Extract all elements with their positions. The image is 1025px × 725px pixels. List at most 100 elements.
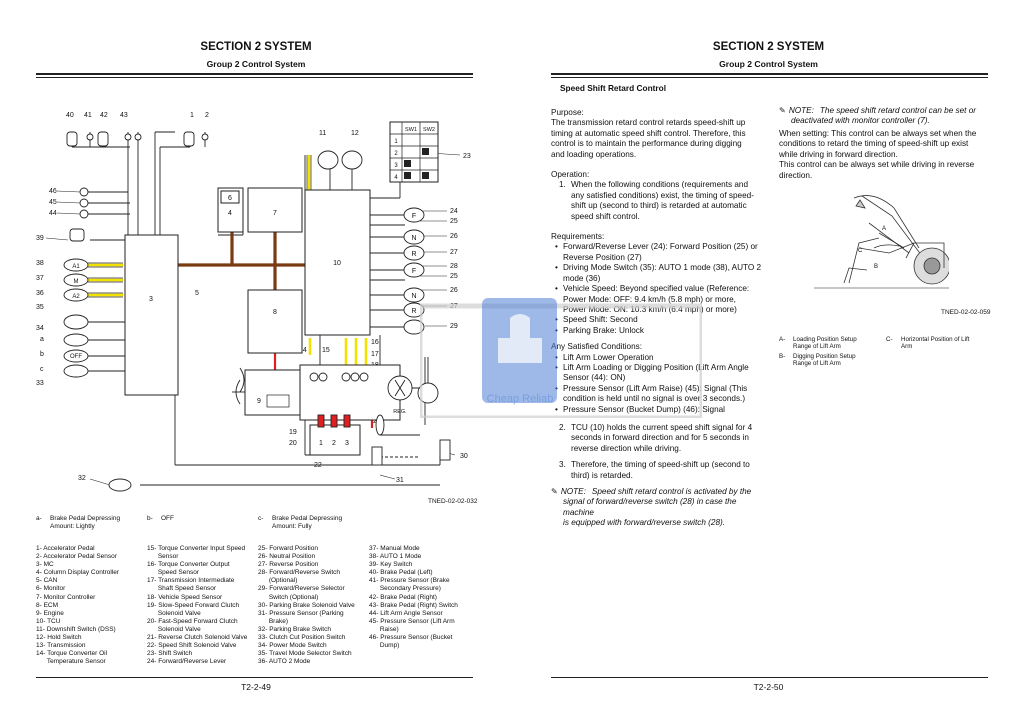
box-tcu [304, 189, 371, 336]
label-a1: A1 [72, 264, 80, 270]
label-can: 5 [195, 290, 199, 297]
legend-entry: 8- ECM [36, 601, 59, 609]
operation-step-2: 2.TCU (10) holds the current speed shift… [559, 422, 753, 432]
label-r2: R [411, 308, 416, 315]
watermark: Cheap Reliab [417, 288, 705, 421]
legend-entry: Secondary Pressure) [369, 585, 441, 593]
legend-entry: 1- Accelerator Pedal [36, 545, 95, 552]
label-row3: 3 [394, 163, 398, 169]
figure-label-c: C [858, 248, 863, 254]
requirement-item: Power Mode: ON: 10.3 km/h (6.4 mph) or m… [563, 304, 737, 314]
label-f2: F [412, 268, 416, 275]
callout-36: 36 [36, 290, 44, 297]
box-monitor [220, 190, 240, 204]
legend-entry: (Optional) [258, 577, 298, 585]
legend-entry: 42- Brake Pedal (Right) [369, 593, 437, 601]
callout-22: 22 [314, 462, 322, 469]
label-sw1: SW1 [405, 127, 417, 133]
setting-line: direction. [779, 170, 813, 180]
label-sw2: SW2 [423, 127, 435, 133]
legend-entry: Solenoid Valve [147, 625, 201, 633]
label-f: F [412, 213, 416, 220]
callout-16: 16 [371, 339, 379, 346]
purpose-line: timing at automatic speed shift control.… [551, 128, 746, 138]
legend-entry: 18- Vehicle Speed Sensor [147, 593, 223, 601]
callout-20: 20 [289, 440, 297, 447]
callout-33: 33 [36, 380, 44, 387]
footer-rule [36, 677, 473, 678]
callout-25b: 25 [450, 273, 458, 280]
note-forward-reverse-switch: signal of forward/reverse switch (28) in… [563, 497, 737, 517]
callout-31: 31 [396, 477, 404, 484]
condition-item: Sensor (44): ON) [563, 373, 626, 383]
legend-entry: Speed Sensor [147, 569, 200, 577]
label-engine: 9 [257, 398, 261, 405]
legend-entry: 23- Shift Switch [147, 650, 193, 658]
box-monitor-controller [247, 187, 303, 233]
legend-entry: 11- Downshift Switch (DSS) [36, 625, 116, 633]
operation-step-1: 1.When the following conditions (require… [559, 180, 749, 190]
legend-entry: 17- Transmission Intermediate [147, 577, 235, 585]
condition-item: condition is held until no signal is ove… [563, 394, 746, 404]
section-title: SECTION 2 SYSTEM [712, 41, 825, 53]
legend-b: b-OFF [147, 515, 174, 522]
legend-entry: 19- Slow-Speed Forward Clutch [147, 601, 240, 609]
legend-entry: Dump) [369, 642, 400, 650]
operation-step-1: any satisfied conditions) exist, the tim… [571, 190, 754, 200]
box-engine [244, 369, 311, 416]
callout-41: 41 [84, 112, 92, 119]
legend-entry: 28- Forward/Reverse Switch [258, 569, 340, 577]
label-monitor-controller: 7 [273, 210, 277, 217]
legend-entry: 22- Speed Shift Solenoid Valve [147, 642, 237, 650]
label-ecm: 8 [273, 309, 277, 316]
label-mc: 3 [149, 296, 153, 303]
legend-entry: 16- Torque Converter Output [147, 561, 230, 569]
main-text-column: Purpose:The transmission retard control … [551, 108, 766, 529]
label-row2: 2 [394, 151, 398, 157]
callout-17: 17 [371, 351, 379, 358]
legend-entry: 27- Reverse Position [258, 561, 319, 569]
legend-entry: 2- Accelerator Pedal Sensor [36, 553, 117, 561]
shift-switch-table [389, 121, 439, 183]
legend-entry: 5- CAN [36, 577, 58, 585]
label-tcu: 10 [333, 260, 341, 267]
operation-step-1: shift up (second to third) is retarded a… [571, 201, 747, 211]
legend-entry: 20- Fast-Speed Forward Clutch [147, 617, 238, 625]
legend-entry: 6- Monitor [36, 585, 66, 593]
legend-entry: 37- Manual Mode [369, 545, 420, 552]
legend-entry: 32- Parking Brake Switch [258, 625, 331, 633]
legend-entry: 30- Parking Brake Solenoid Valve [258, 601, 355, 609]
figure-label-b: B [874, 264, 878, 270]
callout-a: a [40, 336, 44, 343]
legend-entry: Switch (Optional) [258, 593, 319, 601]
figure-label-a: A [882, 226, 886, 232]
header-rule-thin [36, 77, 473, 78]
label-a2: A2 [72, 294, 80, 300]
callout-26b: 26 [450, 287, 458, 294]
legend-c: c-Brake Pedal Depressing Amount: Fully [258, 515, 343, 531]
callout-27: 27 [450, 249, 458, 256]
legend-entry: 35- Travel Mode Selector Switch [258, 650, 352, 658]
legend-entry: 41- Pressure Sensor (Brake [369, 577, 450, 585]
callout-15: 15 [322, 347, 330, 354]
label-column-display: 4 [228, 210, 232, 217]
diagram-id: TNED-02-02-032 [428, 498, 478, 505]
note-forward-reverse-switch: is equipped with forward/reverse switch … [563, 518, 725, 528]
callout-45: 45 [49, 199, 57, 206]
legend-entry: 38- AUTO 1 Mode [369, 553, 422, 561]
label-row4: 4 [394, 175, 398, 181]
callout-29: 29 [450, 323, 458, 330]
legend-entry: 9- Engine [36, 609, 64, 617]
footer-rule [551, 677, 988, 678]
label-sol3: 3 [345, 440, 349, 447]
header-rule [36, 73, 473, 75]
setting-line: while driving in forward direction. [779, 149, 898, 159]
header-rule [551, 73, 988, 75]
legend-entry: 33- Clutch Cut Position Switch [258, 634, 346, 642]
control-system-diagram: 40 41 42 43 1 2 11 12 23 46 45 44 39 38 … [36, 112, 471, 492]
page-number: T2-2-49 [241, 682, 271, 692]
callout-39: 39 [36, 235, 44, 242]
